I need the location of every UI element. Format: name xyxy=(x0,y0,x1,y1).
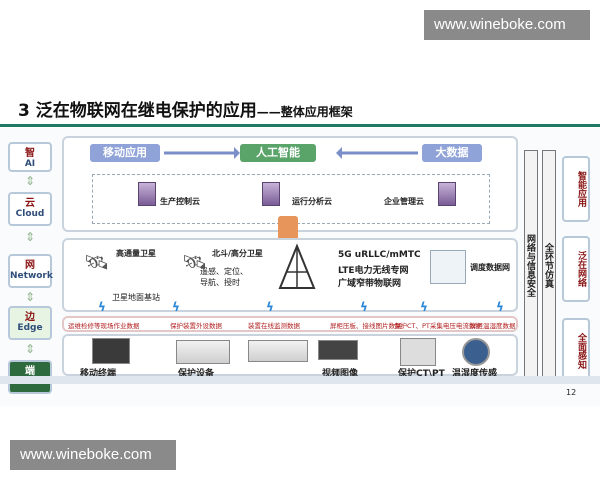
right-box-perception: 全面感知 xyxy=(562,318,590,384)
term-protection: 保护设备 xyxy=(178,369,215,379)
edge-label-6: 屏柜温湿度数据 xyxy=(470,322,516,330)
layer-network-en: Network xyxy=(10,271,53,281)
dispatch-screen-icon xyxy=(430,250,466,284)
arrow-updown-icon: ⇕ xyxy=(24,342,36,356)
app-bigdata: 大数据 xyxy=(422,144,482,162)
cloud-enterprise: 企业管理云 xyxy=(384,197,424,206)
bar-security: 网络与信息安全 xyxy=(524,150,538,380)
term-temp: 温湿度传感 xyxy=(452,369,498,379)
layer-terminal-cn: 端 xyxy=(25,366,35,377)
wireless-bolt-icon: ϟ xyxy=(496,300,504,314)
right-box-ubiquitous-net: 泛在网络 xyxy=(562,236,590,302)
slide-title: 3 泛在物联网在继电保护的应用——整体应用框架 xyxy=(18,96,353,121)
layer-ai-en: AI xyxy=(24,159,36,169)
net-5g-3: 广域窄带物联网 xyxy=(338,279,402,289)
satellite-icon: 🛰 xyxy=(182,250,208,274)
protection-device-icon xyxy=(176,340,230,364)
arrow-left-icon xyxy=(336,147,342,159)
server-icon xyxy=(262,182,280,206)
app-mobile: 移动应用 xyxy=(90,144,160,162)
wireless-bolt-icon: ϟ xyxy=(266,300,274,314)
bar-simulation: 全环节仿真 xyxy=(542,150,556,380)
net-dispatch: 调度数据网 xyxy=(470,263,510,272)
net-5g-1: 5G uRLLC/mMTC xyxy=(338,250,421,260)
title-sub: ——整体应用框架 xyxy=(256,105,353,119)
layer-ai-cn: 智 xyxy=(25,148,35,159)
panel-device-icon xyxy=(248,340,308,362)
watermark-top: www.wineboke.com xyxy=(424,10,590,40)
sensor-gauge-icon xyxy=(462,338,490,366)
edge-label-2: 保护装置外设数据 xyxy=(170,322,222,330)
arrow-right-icon xyxy=(234,147,240,159)
ct-pt-icon xyxy=(400,338,436,366)
cloud-production: 生产控制云 xyxy=(160,197,200,206)
page-number: 12 xyxy=(566,388,577,397)
net-beidou: 北斗/高分卫星 xyxy=(212,249,263,258)
camera-icon xyxy=(318,340,358,360)
wireless-bolt-icon: ϟ xyxy=(360,300,368,314)
edge-label-1: 运维检修等现场作业数据 xyxy=(68,322,140,330)
server-icon xyxy=(438,182,456,206)
cloud-operation: 运行分析云 xyxy=(292,197,332,206)
wireless-bolt-icon: ϟ xyxy=(420,300,428,314)
layer-network-cn: 网 xyxy=(25,260,35,271)
title-main: 3 泛在物联网在继电保护的应用 xyxy=(18,101,257,121)
layer-cloud-en: Cloud xyxy=(15,209,45,219)
slide-footer-bar xyxy=(0,376,600,384)
server-icon xyxy=(138,182,156,206)
edge-frame xyxy=(62,316,518,332)
wireless-bolt-icon: ϟ xyxy=(98,300,106,314)
net-ground-station: 卫星地面基站 xyxy=(112,293,160,302)
net-beidou-detail: 遥感、定位、 导航、授时 xyxy=(200,267,248,287)
right-box-smart-app: 智能应用 xyxy=(562,156,590,222)
net-5g-2: LTE电力无线专网 xyxy=(338,266,409,276)
edge-label-4: 屏柜压板、接线图片数据 xyxy=(330,322,402,330)
term-video: 视频图像 xyxy=(322,369,359,379)
satellite-icon: 🛰 xyxy=(84,250,110,274)
edge-label-5: 保护CT、PT采集电压电流数据 xyxy=(394,322,482,330)
edge-label-3: 装置在线监测数据 xyxy=(248,322,300,330)
net-high-orbit: 高通量卫星 xyxy=(116,249,156,258)
title-underline xyxy=(0,124,600,127)
layer-cloud-cn: 云 xyxy=(25,198,35,209)
tablet-icon xyxy=(92,338,130,364)
layer-edge-en: Edge xyxy=(17,323,43,333)
firewall-icon xyxy=(278,216,298,240)
layer-edge-cn: 边 xyxy=(25,312,35,323)
term-ctpt: 保护CT\PT xyxy=(398,369,445,379)
arrow-updown-icon: ⇕ xyxy=(24,230,36,244)
watermark-bottom: www.wineboke.com xyxy=(10,440,176,470)
arrow-updown-icon: ⇕ xyxy=(24,290,36,304)
term-mobile: 移动终端 xyxy=(80,369,117,379)
tower-icon xyxy=(278,243,316,289)
app-arrows xyxy=(164,147,418,159)
wireless-bolt-icon: ϟ xyxy=(172,300,180,314)
arrow-updown-icon: ⇕ xyxy=(24,174,36,188)
app-ai: 人工智能 xyxy=(240,144,316,162)
